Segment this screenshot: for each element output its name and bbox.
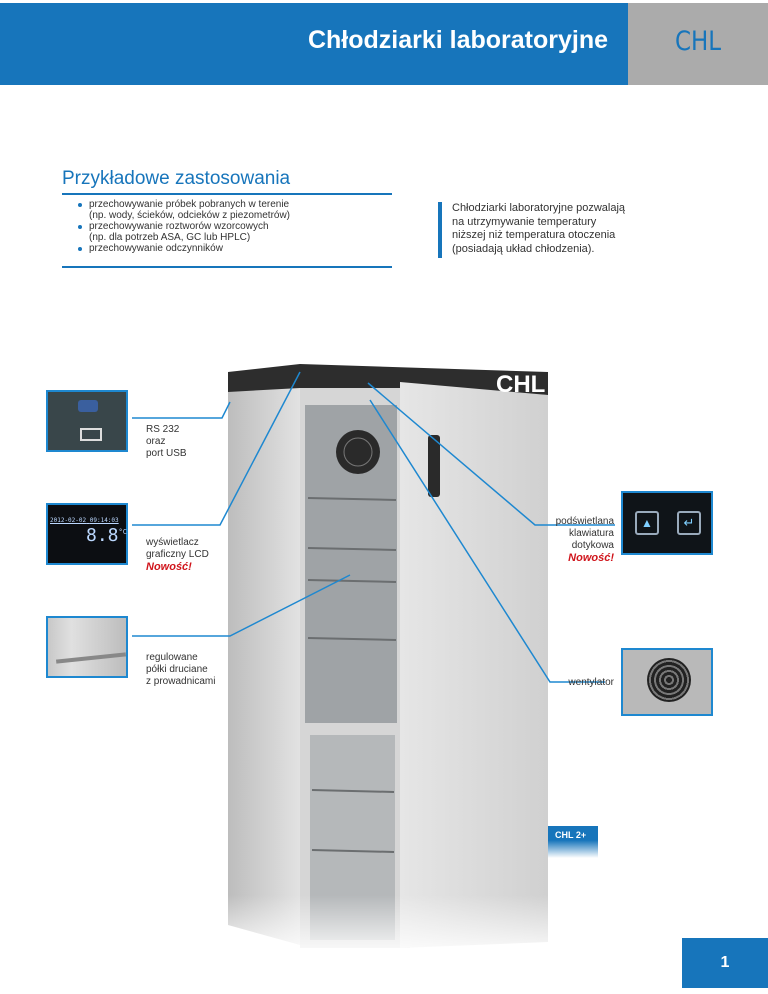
- shelves-thumbnail: [46, 616, 128, 678]
- fan-caption: wentylator: [568, 677, 614, 688]
- section-title: Przykładowe zastosowania: [62, 168, 291, 189]
- fan-thumbnail: [621, 648, 713, 716]
- divider: [62, 193, 392, 195]
- cabinet-logo: CHL: [496, 371, 545, 398]
- product-code: CHL: [674, 26, 722, 57]
- list-item: przechowywanie próbek pobranych w tereni…: [78, 199, 290, 221]
- enter-icon: ↵: [677, 511, 701, 535]
- rs232-port-icon: [78, 400, 98, 412]
- header-bar: [0, 3, 628, 85]
- fan-icon: [647, 658, 691, 702]
- page-title: Chłodziarki laboratoryjne: [307, 26, 608, 54]
- divider: [62, 266, 392, 268]
- list-item: przechowywanie odczynników: [78, 243, 290, 254]
- lcd-thumbnail: 2012-02-02 09:14:03 8.8°C: [46, 503, 128, 565]
- quote-bar: [438, 202, 442, 258]
- up-arrow-icon: ▲: [635, 511, 659, 535]
- applications-list: przechowywanie próbek pobranych w tereni…: [78, 199, 290, 254]
- model-badge: CHL 2+: [548, 826, 598, 858]
- keypad-thumbnail: ▲ ↵: [621, 491, 713, 555]
- intro-text: Chłodziarki laboratoryjne pozwalają na u…: [452, 202, 626, 255]
- page-number: 1: [682, 938, 768, 988]
- list-item: przechowywanie roztworów wzorcowych(np. …: [78, 221, 290, 243]
- usb-port-icon: [80, 428, 102, 441]
- header-code-box: [628, 3, 768, 85]
- ports-thumbnail: [46, 390, 128, 452]
